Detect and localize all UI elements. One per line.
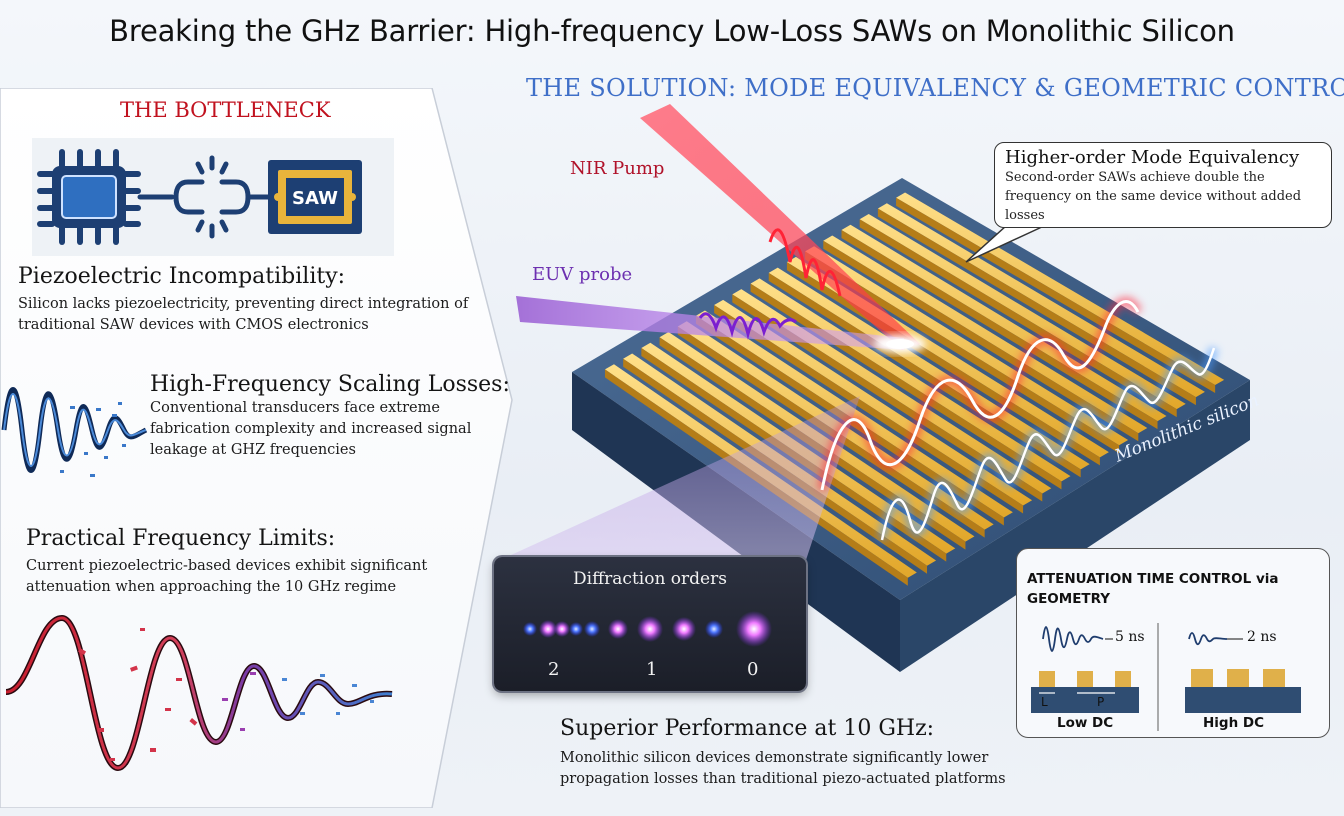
electrode-bar-side bbox=[823, 240, 1139, 442]
electrode-bar-side bbox=[768, 272, 1081, 478]
euv-probe-beam bbox=[516, 296, 904, 350]
diffraction-spot bbox=[608, 619, 628, 639]
performance-heading: Superior Performance at 10 GHz: bbox=[560, 716, 935, 741]
broken-link-icon bbox=[137, 155, 271, 239]
electrode-bar-side bbox=[732, 294, 1043, 502]
electrode-bar-side bbox=[805, 251, 1120, 454]
electrode-bar bbox=[805, 246, 1129, 446]
chip-saw-illustration: SAW bbox=[32, 138, 394, 256]
freq-limit-body: Current piezoelectric-based devices exhi… bbox=[26, 558, 428, 595]
bottleneck-heading: THE BOTTLENECK bbox=[120, 98, 331, 122]
electrode-bar-side bbox=[714, 305, 1024, 514]
attenuation-diagram bbox=[1031, 623, 1301, 731]
high-dc-time: 2 ns bbox=[1247, 629, 1277, 645]
hf-loss-heading: High-Frequency Scaling Losses: bbox=[150, 372, 510, 397]
high-dc-decay-wave bbox=[1188, 632, 1228, 646]
blue-saw-wave bbox=[880, 347, 1216, 541]
electrode-bar bbox=[896, 192, 1225, 386]
diffraction-spot bbox=[584, 621, 600, 637]
substrate-side bbox=[900, 380, 1250, 672]
diffraction-spot bbox=[705, 620, 723, 638]
electrode-bar bbox=[823, 235, 1148, 434]
diffraction-spot bbox=[637, 616, 663, 642]
nir-pump-beam bbox=[640, 104, 920, 350]
electrode-bar bbox=[750, 278, 1071, 482]
electrode-bar-side bbox=[896, 197, 1216, 394]
electrode-bar-side bbox=[877, 208, 1196, 406]
high-dc-caption: High DC bbox=[1203, 715, 1265, 731]
piezo-body: Silicon lacks piezoelectricity, preventi… bbox=[18, 296, 469, 333]
solution-heading: THE SOLUTION: MODE EQUIVALENCY & GEOMETR… bbox=[526, 74, 1344, 102]
attenuation-control-panel: ATTENUATION TIME CONTROL via GEOMETRY 5 … bbox=[1016, 548, 1330, 738]
nir-pump-label: NIR Pump bbox=[570, 158, 665, 179]
euv-probe-label: EUV probe bbox=[532, 264, 633, 285]
diffraction-spot bbox=[539, 620, 557, 638]
main-title: Breaking the GHz Barrier: High-frequency… bbox=[109, 14, 1235, 48]
low-dc-decay-wave bbox=[1042, 626, 1104, 652]
electrode-bar-side bbox=[859, 219, 1177, 418]
diffraction-spot bbox=[672, 617, 696, 641]
diffraction-order-label: 1 bbox=[646, 659, 658, 680]
diffraction-spot bbox=[569, 622, 583, 636]
high-dc-substrate bbox=[1185, 687, 1301, 713]
low-dc-caption: Low DC bbox=[1057, 715, 1114, 731]
diffraction-orders-panel: Diffraction orders 2 1 0 bbox=[494, 557, 806, 691]
diffraction-spot bbox=[554, 621, 570, 637]
diffraction-cone bbox=[500, 396, 860, 560]
electrode-bar bbox=[695, 310, 1013, 518]
piezo-heading: Piezoelectric Incompatibility: bbox=[18, 264, 346, 289]
red-saw-wave bbox=[820, 300, 1140, 491]
diffraction-title: Diffraction orders bbox=[573, 569, 727, 589]
diffraction-spots bbox=[523, 611, 772, 647]
saw-chip-icon: SAW bbox=[268, 160, 362, 234]
electrode-bar bbox=[877, 203, 1205, 398]
electrode-bar bbox=[714, 299, 1033, 506]
low-dc-substrate bbox=[1031, 687, 1139, 713]
cpu-chip-icon bbox=[37, 149, 141, 245]
diffraction-spot bbox=[523, 622, 537, 636]
hf-loss-body: Conventional transducers face extreme fa… bbox=[150, 400, 472, 458]
diffraction-order-label: 2 bbox=[548, 659, 560, 680]
saw-device-illustration bbox=[500, 104, 1250, 672]
mode-equivalency-callout: Higher-order Mode Equivalency Second-ord… bbox=[994, 142, 1332, 228]
callout-title: Higher-order Mode Equivalency bbox=[1005, 147, 1300, 168]
red-blue-decaying-wave bbox=[5, 614, 393, 772]
nir-wave-packet bbox=[768, 228, 842, 297]
saw-chip-label: SAW bbox=[292, 188, 338, 209]
low-dc-time: 5 ns bbox=[1115, 629, 1145, 645]
electrode-bar-side bbox=[841, 229, 1158, 430]
diffraction-spot bbox=[736, 611, 772, 647]
bottleneck-panel bbox=[0, 88, 513, 808]
euv-wave-packet bbox=[698, 312, 797, 340]
callout-body: Second-order SAWs achieve double the fre… bbox=[1005, 170, 1302, 223]
dimension-p: P bbox=[1097, 695, 1105, 709]
electrode-array bbox=[604, 192, 1225, 586]
electrode-bar bbox=[768, 267, 1090, 470]
dimension-l: L bbox=[1041, 695, 1048, 709]
attenuation-title: ATTENUATION TIME CONTROL via GEOMETRY bbox=[1027, 571, 1279, 607]
electrode-bar bbox=[859, 214, 1186, 410]
performance-body: Monolithic silicon devices demonstrate s… bbox=[560, 750, 1006, 787]
freq-limit-heading: Practical Frequency Limits: bbox=[26, 526, 336, 551]
diffraction-order-label: 0 bbox=[747, 659, 759, 680]
blue-decaying-wave bbox=[1, 387, 148, 477]
electrode-bar bbox=[841, 224, 1167, 422]
